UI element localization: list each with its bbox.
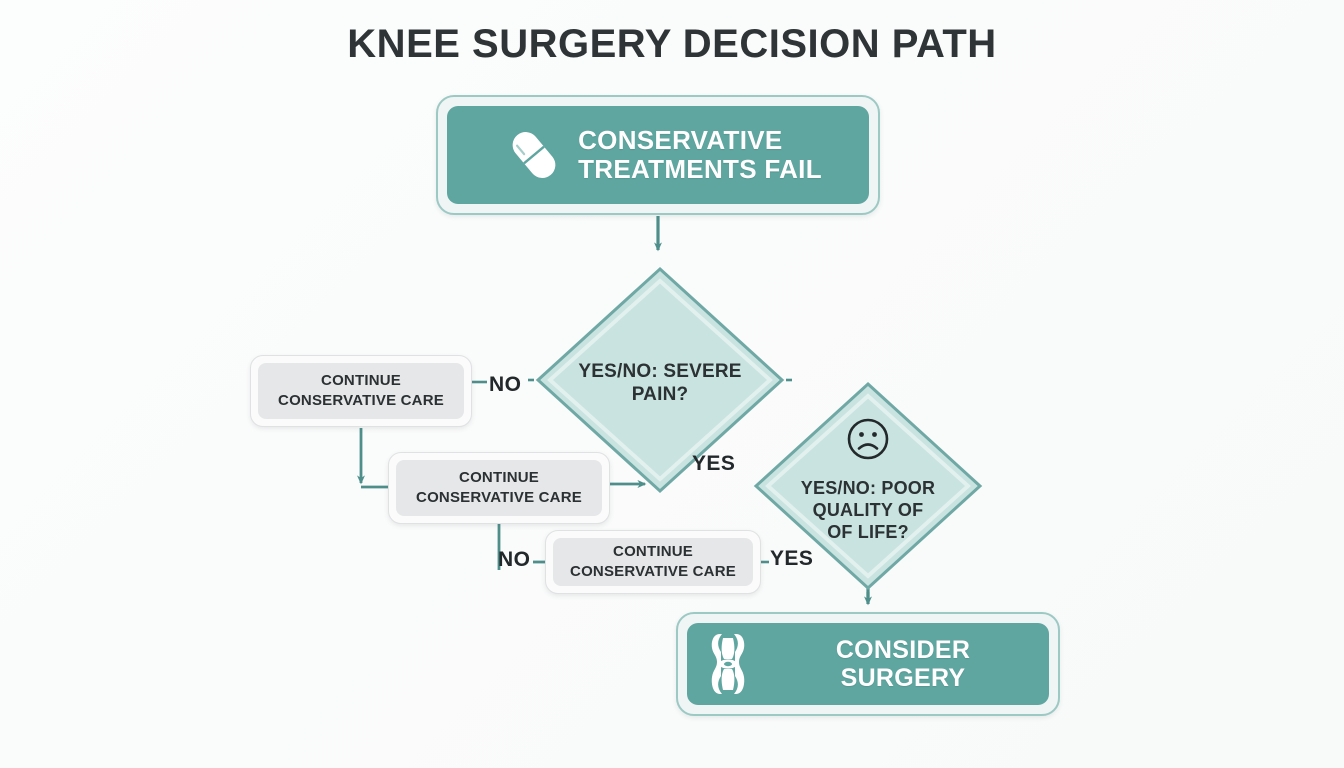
pill-capsule-icon bbox=[512, 132, 556, 178]
node-start-label: CONSERVATIVE TREATMENTS FAIL bbox=[578, 124, 822, 184]
node-surgery-body: CONSIDER SURGERY bbox=[687, 623, 1049, 705]
node-decision-quality-of-life-label: YES/NO: POOR QUALITY OF OF LIFE? bbox=[800, 478, 936, 542]
node-care-1-label: CONTINUE CONSERVATIVE CARE bbox=[278, 372, 444, 409]
node-decision-severe-pain-label: YES/NO: SEVERE PAIN? bbox=[578, 360, 742, 405]
diamond-shape-quality-of-life bbox=[753, 381, 983, 591]
node-conservative-treatments-fail[interactable]: CONSERVATIVE TREATMENTS FAIL bbox=[436, 95, 880, 215]
edge-label-yes-1: YES bbox=[692, 452, 736, 475]
node-consider-surgery[interactable]: CONSIDER SURGERY bbox=[676, 612, 1060, 716]
sad-face-icon bbox=[847, 418, 889, 460]
edge-label-no-2: NO bbox=[498, 548, 531, 571]
edge-label-no-1: NO bbox=[489, 373, 522, 396]
node-surgery-label: CONSIDER SURGERY bbox=[835, 636, 971, 692]
edge-care2-to-care3 bbox=[497, 524, 545, 570]
node-continue-conservative-care-2[interactable]: CONTINUE CONSERVATIVE CARE bbox=[388, 452, 610, 524]
node-decision-poor-quality-of-life[interactable]: YES/NO: POOR QUALITY OF OF LIFE? bbox=[752, 380, 984, 592]
edge-pain-no bbox=[472, 378, 534, 384]
edge-care1-to-care2 bbox=[357, 428, 388, 489]
diamond-shape-severe-pain bbox=[535, 266, 785, 494]
node-care-3-label: CONTINUE CONSERVATIVE CARE bbox=[570, 543, 736, 580]
node-care-2-body: CONTINUE CONSERVATIVE CARE bbox=[396, 460, 602, 516]
edge-label-yes-2: YES bbox=[770, 547, 814, 570]
knee-joint-icon bbox=[711, 634, 745, 694]
page-title: KNEE SURGERY DECISION PATH bbox=[347, 22, 997, 66]
node-continue-conservative-care-3[interactable]: CONTINUE CONSERVATIVE CARE bbox=[545, 530, 761, 594]
node-care-2-label: CONTINUE CONSERVATIVE CARE bbox=[416, 469, 582, 506]
node-continue-conservative-care-1[interactable]: CONTINUE CONSERVATIVE CARE bbox=[250, 355, 472, 427]
node-start-body: CONSERVATIVE TREATMENTS FAIL bbox=[447, 106, 869, 204]
node-decision-severe-pain[interactable]: YES/NO: SEVERE PAIN? bbox=[534, 265, 786, 495]
node-care-3-body: CONTINUE CONSERVATIVE CARE bbox=[553, 538, 753, 586]
node-care-1-body: CONTINUE CONSERVATIVE CARE bbox=[258, 363, 464, 419]
